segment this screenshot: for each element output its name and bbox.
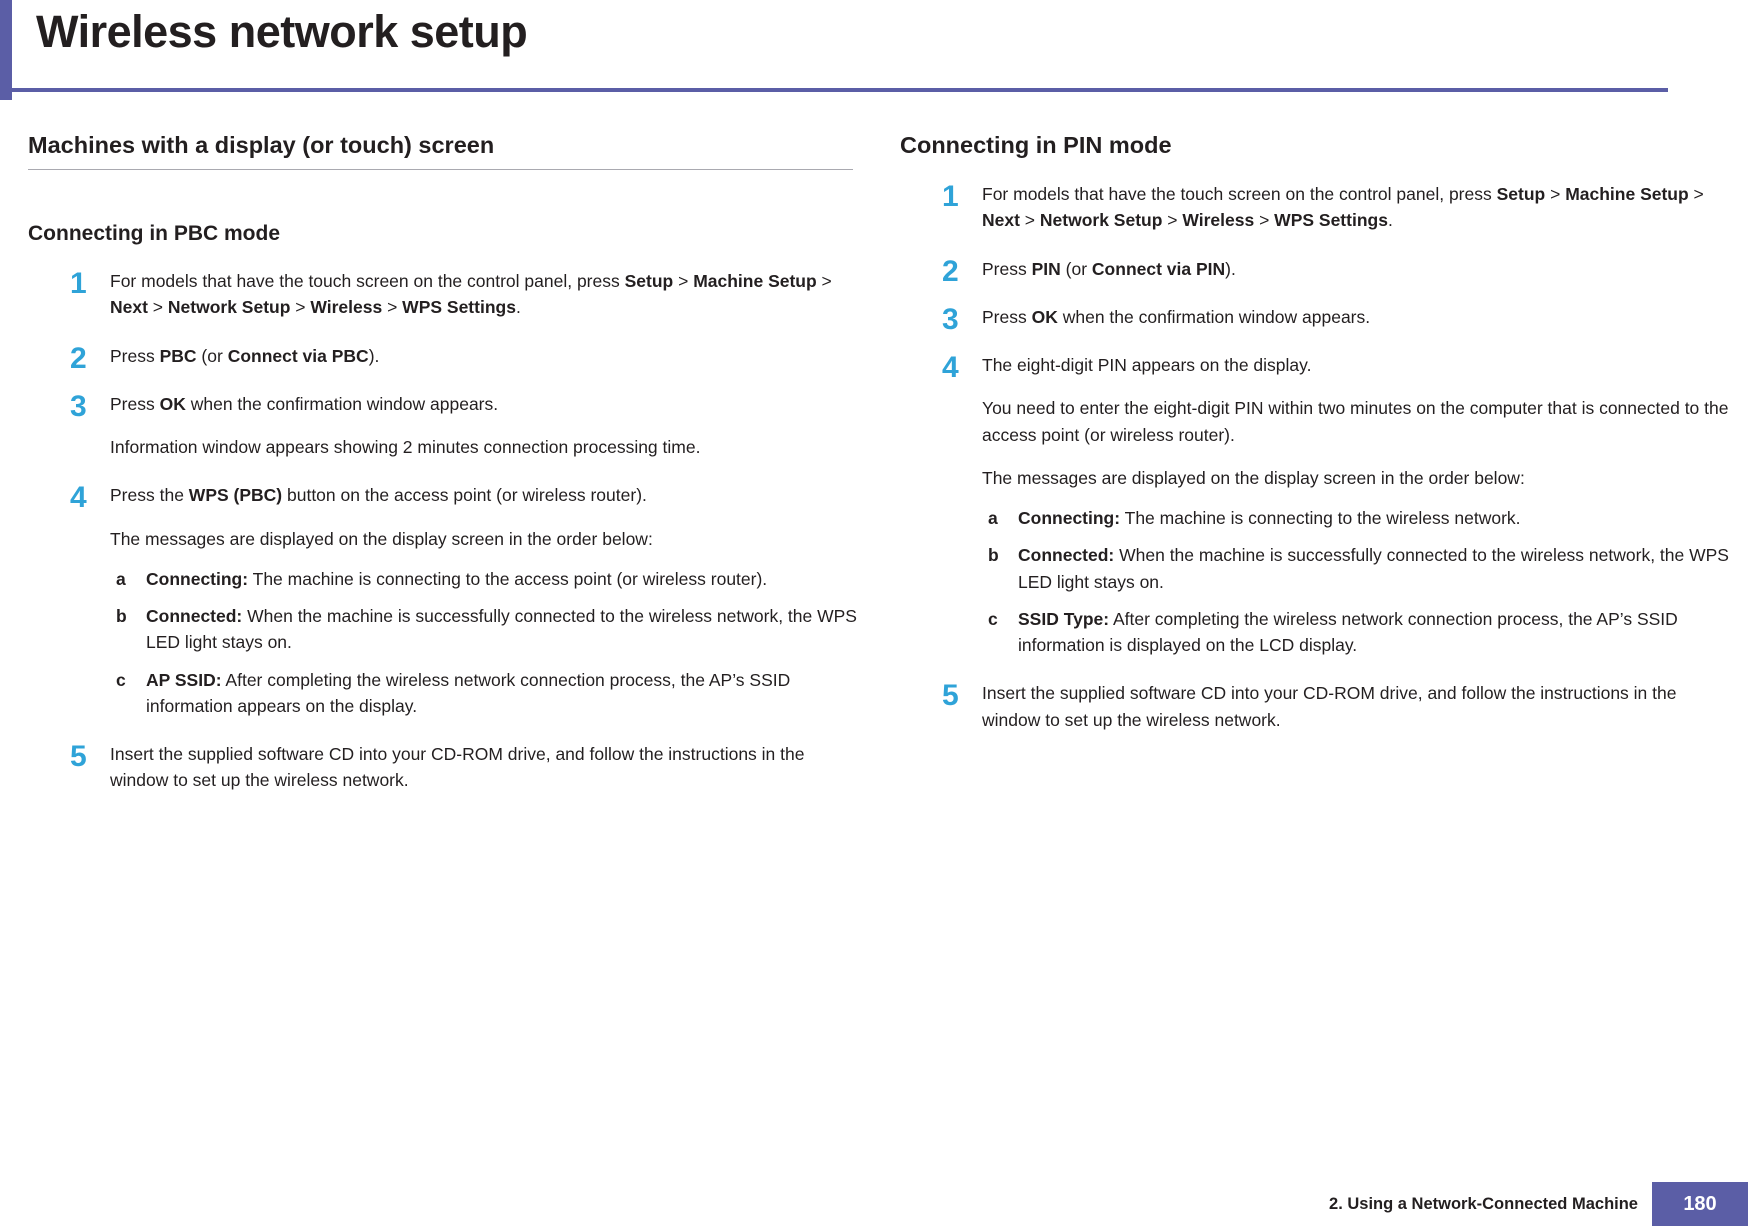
sublist-item-letter: a — [988, 508, 998, 528]
sublist-item-text: Connecting: The machine is connecting to… — [146, 568, 768, 589]
sublist-item-letter: c — [988, 608, 998, 629]
sublist-item-text: AP SSID: After completing the wireless n… — [146, 669, 791, 716]
sublist-item: a Connecting: The machine is connecting t… — [982, 505, 1730, 531]
sublist-item: c AP SSID: After completing the wireless … — [110, 667, 858, 720]
step-item: 3 Press OK when the confirmation window a… — [28, 390, 858, 461]
right-steps-list: 1 For models that have the touch screen o… — [900, 180, 1730, 733]
left-column: Machines with a display (or touch) scree… — [28, 132, 858, 794]
step-paragraph: For models that have the touch screen on… — [982, 184, 1704, 231]
step-number: 4 — [70, 481, 87, 515]
right-column: Connecting in PIN mode 1 For models that … — [900, 132, 1730, 733]
page-title: Wireless network setup — [36, 6, 528, 57]
sublist-item-letter: b — [116, 606, 127, 626]
step-paragraph: Press OK when the confirmation window ap… — [110, 393, 499, 414]
footer-chapter-label: 2. Using a Network-Connected Machine — [1329, 1195, 1638, 1213]
sublist-item: c SSID Type: After completing the wireles… — [982, 606, 1730, 659]
step-paragraph: The messages are displayed on the displa… — [110, 528, 653, 549]
sublist-item-letter: c — [116, 669, 126, 690]
sublist-item-letter: a — [116, 568, 126, 589]
step-number: 3 — [70, 389, 87, 423]
step-sublist: a Connecting: The machine is connecting t… — [982, 505, 1730, 658]
step-paragraph: Press OK when the confirmation window ap… — [982, 306, 1371, 327]
step-number: 1 — [70, 267, 87, 300]
page-footer: 2. Using a Network-Connected Machine 180 — [0, 1182, 1748, 1226]
step-item: 1 For models that have the touch screen o… — [28, 267, 858, 321]
step-item: 4 Press the WPS (PBC) button on the acces… — [28, 481, 858, 719]
footer-page-number: 180 — [1652, 1182, 1748, 1226]
step-paragraph: You need to enter the eight-digit PIN wi… — [982, 398, 1729, 445]
sublist-item: b Connected: When the machine is successf… — [110, 603, 858, 656]
step-item: 1 For models that have the touch screen o… — [900, 180, 1730, 234]
step-number: 3 — [942, 302, 959, 336]
sublist-item: a Connecting: The machine is connecting t… — [110, 566, 858, 592]
step-number: 4 — [942, 351, 959, 384]
step-item: 5 Insert the supplied software CD into yo… — [28, 740, 858, 794]
step-number: 5 — [70, 740, 87, 773]
step-item: 5 Insert the supplied software CD into yo… — [900, 679, 1730, 733]
step-paragraph: The eight-digit PIN appears on the displ… — [982, 355, 1312, 375]
sublist-item-text: Connected: When the machine is successfu… — [1018, 545, 1729, 592]
sublist-item: b Connected: When the machine is successf… — [982, 542, 1730, 595]
step-item: 2 Press PIN (or Connect via PIN). — [900, 255, 1730, 288]
step-item: 3 Press OK when the confirmation window a… — [900, 303, 1730, 336]
step-paragraph: Press the WPS (PBC) button on the access… — [110, 485, 647, 506]
step-number: 2 — [942, 254, 959, 288]
left-section-heading: Machines with a display (or touch) scree… — [28, 132, 853, 170]
right-section-heading: Connecting in PIN mode — [900, 132, 1172, 158]
left-subsection-heading: Connecting in PBC mode — [28, 222, 280, 245]
sublist-item-text: SSID Type: After completing the wireless… — [1018, 608, 1678, 655]
step-sublist: a Connecting: The machine is connecting t… — [110, 566, 858, 719]
sublist-item-text: Connected: When the machine is successfu… — [146, 606, 857, 653]
step-paragraph: Press PBC (or Connect via PBC). — [110, 345, 380, 366]
step-paragraph: Insert the supplied software CD into you… — [110, 744, 805, 791]
step-paragraph: Information window appears showing 2 min… — [110, 437, 701, 457]
step-item: 4 The eight-digit PIN appears on the disp… — [900, 351, 1730, 658]
left-steps-list: 1 For models that have the touch screen o… — [28, 267, 858, 794]
header-accent-bar — [0, 0, 12, 100]
sublist-item-letter: b — [988, 545, 999, 566]
step-number: 2 — [70, 341, 87, 375]
header-divider-rule — [0, 88, 1668, 92]
sublist-item-text: Connecting: The machine is connecting to… — [1018, 508, 1521, 528]
step-paragraph: The messages are displayed on the displa… — [982, 467, 1525, 488]
step-paragraph: Insert the supplied software CD into you… — [982, 683, 1677, 730]
step-number: 5 — [942, 679, 959, 713]
step-paragraph: Press PIN (or Connect via PIN). — [982, 258, 1236, 279]
step-paragraph: For models that have the touch screen on… — [110, 271, 832, 318]
page-header: Wireless network setup — [0, 0, 1748, 100]
step-item: 2 Press PBC (or Connect via PBC). — [28, 342, 858, 375]
step-number: 1 — [942, 180, 959, 213]
